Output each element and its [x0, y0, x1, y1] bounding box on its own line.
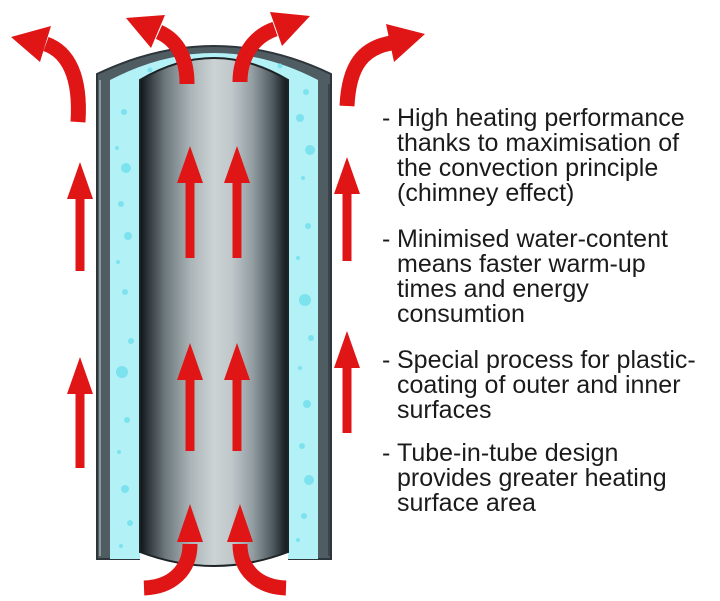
up-arrow-outer-left-upper — [67, 162, 93, 271]
feature-text: Special process for plastic- coating of … — [397, 346, 696, 424]
up-arrow-inner-right-lower — [224, 343, 250, 451]
bullet-dash: - — [382, 225, 391, 253]
convection-arrows — [11, 12, 425, 596]
bullet-dash: - — [382, 439, 391, 467]
bullet-dash: - — [382, 104, 391, 132]
feature-list: - High heating performance thanks to max… — [382, 106, 716, 537]
bullet-dash: - — [382, 346, 391, 374]
intake-arrow-bottom-right — [227, 504, 287, 596]
feature-text: High heating performance thanks to maxim… — [397, 104, 685, 207]
intake-arrow-bottom-left — [143, 504, 203, 596]
exit-arrow-inner-left — [126, 15, 195, 85]
up-arrow-inner-left-upper — [177, 146, 203, 258]
up-arrow-inner-left-lower — [177, 343, 203, 451]
up-arrow-outer-left-lower — [67, 357, 93, 468]
exit-arrow-far-left — [11, 26, 86, 123]
feature-item-plastic-coating: - Special process for plastic- coating o… — [382, 348, 716, 423]
exit-arrow-inner-right — [232, 12, 310, 83]
exit-arrow-far-right — [339, 24, 425, 107]
up-arrow-inner-right-upper — [224, 146, 250, 258]
feature-text: Tube-in-tube design provides greater hea… — [397, 439, 667, 517]
feature-item-water-content: - Minimised water-content means faster w… — [382, 227, 716, 327]
feature-item-tube-in-tube: - Tube-in-tube design provides greater h… — [382, 441, 716, 516]
feature-text: Minimised water-content means faster war… — [397, 225, 668, 328]
up-arrow-outer-right-lower — [334, 331, 360, 433]
inner-tube — [139, 57, 289, 567]
air-bubbles — [115, 63, 315, 548]
feature-item-heating-performance: - High heating performance thanks to max… — [382, 106, 716, 206]
up-arrow-outer-right-upper — [334, 157, 360, 261]
